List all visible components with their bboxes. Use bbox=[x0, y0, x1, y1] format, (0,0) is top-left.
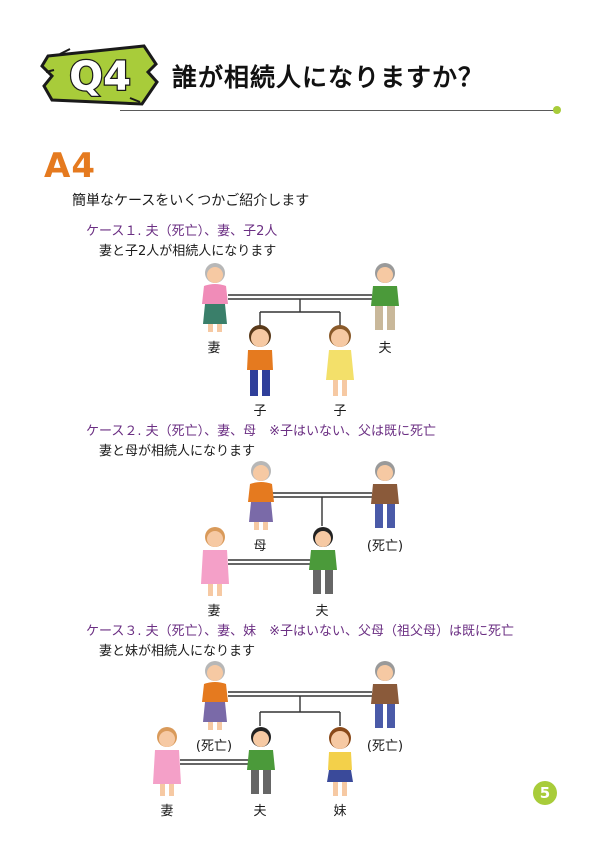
case2-husband-label: 夫 bbox=[315, 604, 329, 619]
wife-figure bbox=[201, 527, 229, 596]
rule-end-dot bbox=[553, 106, 561, 114]
answer-label: A4 bbox=[44, 146, 96, 186]
case2-father-label: (死亡) bbox=[366, 539, 404, 554]
grandma-wife-figure bbox=[202, 263, 228, 332]
case1-wife-label: 妻 bbox=[207, 341, 221, 356]
case1-child1-label: 子 bbox=[253, 404, 267, 419]
case2-description: 妻と母が相続人になります bbox=[99, 444, 256, 459]
answer-intro: 簡単なケースをいくつかご紹介します bbox=[72, 193, 310, 209]
mother-figure bbox=[248, 461, 274, 530]
deceased-mother-figure bbox=[202, 661, 228, 730]
case2-mother-label: 母 bbox=[253, 539, 267, 554]
case1-title: ケース１. 夫（死亡）、妻、子2人 bbox=[86, 224, 278, 239]
husband-deceased-figure bbox=[247, 727, 275, 794]
sister-figure bbox=[327, 727, 353, 796]
case2-wife-label: 妻 bbox=[207, 604, 221, 619]
case1-description: 妻と子2人が相続人になります bbox=[99, 244, 277, 259]
title-rule bbox=[120, 110, 556, 111]
case3-wife-label: 妻 bbox=[160, 804, 174, 819]
wife-figure bbox=[153, 727, 181, 796]
husband-figure bbox=[371, 263, 399, 330]
case3-husband-label: 夫 bbox=[253, 804, 267, 819]
page-title: 誰が相続人になりますか？ bbox=[172, 63, 485, 92]
deceased-father-figure bbox=[371, 661, 399, 728]
q4-badge: Q4 bbox=[40, 44, 159, 106]
case1-husband-label: 夫 bbox=[378, 341, 392, 356]
case3-description: 妻と妹が相続人になります bbox=[99, 644, 256, 659]
husband-deceased-figure bbox=[309, 527, 337, 594]
case1-child2-label: 子 bbox=[333, 404, 347, 419]
deceased-father-figure bbox=[371, 461, 399, 528]
case3-sister-label: 妹 bbox=[333, 804, 347, 819]
case3-mother-label: (死亡) bbox=[195, 739, 233, 754]
page-number: 5 bbox=[533, 781, 557, 805]
child-girl-figure bbox=[326, 325, 354, 396]
case3-title: ケース３. 夫（死亡）、妻、妹 ※子はいない、父母（祖父母）は既に死亡 bbox=[86, 624, 515, 639]
child-boy-figure bbox=[247, 325, 273, 396]
case3-father-label: (死亡) bbox=[366, 739, 404, 754]
case2-title: ケース２. 夫（死亡）、妻、母 ※子はいない、父は既に死亡 bbox=[86, 424, 437, 439]
q4-badge-text: Q4 bbox=[69, 54, 131, 100]
